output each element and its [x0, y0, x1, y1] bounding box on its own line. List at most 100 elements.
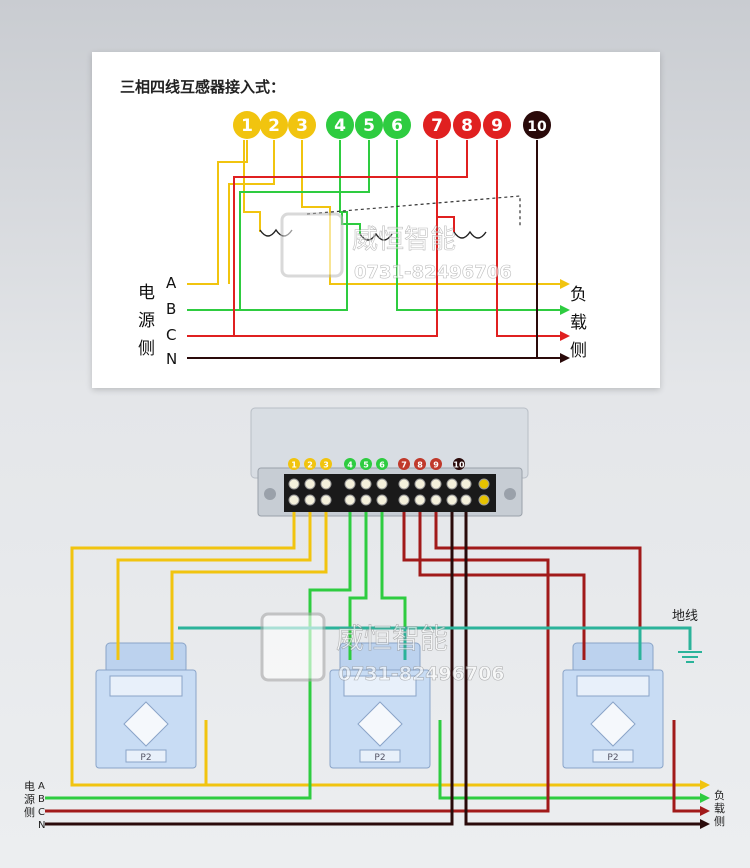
bwire-n-src	[45, 512, 454, 826]
ct-c-window	[590, 701, 636, 747]
terminal-screw-icon	[304, 494, 316, 506]
mount-screw-right-icon	[504, 488, 516, 500]
bottom-load-3: 侧	[714, 815, 725, 828]
top-watermark-phone: 0731-82496706	[354, 262, 512, 283]
ct-a-body	[95, 669, 197, 769]
bottom-source-3: 侧	[24, 806, 35, 819]
terminal-6-label: 6	[391, 116, 403, 136]
wire-c-4	[436, 140, 455, 232]
bterminal-7-badge	[398, 458, 410, 470]
terminal-screw-icon	[360, 494, 372, 506]
top-watermark: 威恒智能 0731-82496706	[280, 212, 512, 283]
ct-b-p2-label: P2	[374, 753, 385, 763]
terminal-screw-icon	[414, 478, 426, 490]
bterminal-1-label: 1	[291, 461, 297, 470]
bottom-source-2: 源	[24, 792, 35, 806]
ground-wire	[178, 626, 692, 650]
bwire-c-3	[434, 512, 642, 660]
ct-b-p2-plate	[359, 749, 401, 763]
terminal-screw-icon	[398, 478, 410, 490]
ct-a-p2-plate	[125, 749, 167, 763]
wire-a-2	[228, 140, 275, 284]
ct-dashed	[306, 195, 521, 228]
arrow-n	[560, 353, 570, 363]
top-diagram-svg: 三相四线互感器接入式：	[120, 78, 587, 368]
bterminal-2-badge	[304, 458, 316, 470]
terminal-10-label: 10	[527, 119, 547, 135]
top-source-2: 源	[138, 311, 155, 331]
terminal-screw-icon	[320, 494, 332, 506]
ct-b-body	[329, 669, 431, 769]
bottom-load-2: 载	[714, 802, 725, 815]
terminal-screw-icon	[304, 478, 316, 490]
ct-b: P2	[329, 642, 431, 769]
bwire-c-load	[672, 720, 700, 813]
top-watermark-brand: 威恒智能	[352, 225, 456, 255]
terminal-screw-icon	[414, 494, 426, 506]
bottom-phase-n: N	[38, 820, 45, 831]
bwire-a-3	[170, 512, 328, 660]
barrow-c	[700, 806, 710, 816]
arrow-a	[560, 279, 570, 289]
ct-a-plate	[109, 675, 183, 697]
bterminal-5-label: 5	[363, 461, 369, 470]
ct-c-p2-label: P2	[607, 753, 618, 763]
terminal-1-circle	[233, 111, 261, 139]
bottom-phase-c: C	[38, 807, 45, 818]
bterminal-4-label: 4	[347, 461, 353, 470]
terminal-8-circle	[453, 111, 481, 139]
terminal-screws	[288, 478, 490, 506]
wire-c-load	[496, 140, 560, 337]
diagram-title: 三相四线互感器接入式：	[120, 78, 285, 96]
bterminal-10-badge	[453, 458, 465, 470]
terminal-9-label: 9	[491, 116, 503, 136]
top-load-1: 负	[570, 285, 587, 305]
terminal-strip	[284, 474, 496, 512]
ct-a-p2-label: P2	[140, 753, 151, 763]
top-phase-n: N	[166, 350, 177, 368]
bwire-c-main	[45, 512, 550, 813]
terminal-screw-icon	[288, 494, 300, 506]
bottom-phase-b: B	[38, 794, 45, 805]
wire-b-2	[239, 140, 370, 310]
top-source-3: 侧	[138, 339, 155, 359]
terminal-9-circle	[483, 111, 511, 139]
terminal-screw-icon	[344, 494, 356, 506]
bwire-a-2	[116, 512, 312, 660]
bottom-wires	[45, 512, 700, 826]
wire-a-1	[187, 140, 248, 285]
terminal-screw-icon	[430, 494, 442, 506]
terminal-screw-icon	[460, 494, 472, 506]
ct-c-plate	[576, 675, 650, 697]
mount-screw-left-icon	[264, 488, 276, 500]
ct-c-body	[562, 669, 664, 769]
ct-coil-b	[359, 232, 393, 241]
bwire-b-3	[380, 512, 407, 660]
ct-coil-c	[453, 230, 487, 239]
ct-b-top	[339, 642, 421, 674]
terminal-2-circle	[260, 111, 288, 139]
bwire-n-load	[464, 512, 700, 826]
meter-base	[257, 467, 523, 517]
wire-b-1	[187, 140, 348, 311]
terminal-7-label: 7	[431, 116, 443, 136]
ct-b-window	[357, 701, 403, 747]
top-phase-b: B	[166, 300, 176, 318]
bterminal-9-label: 9	[433, 461, 439, 470]
bterminal-2-label: 2	[307, 461, 313, 470]
terminal-4-circle	[326, 111, 354, 139]
barrow-a	[700, 780, 710, 790]
terminal-6-circle	[383, 111, 411, 139]
ground-label: 地线	[672, 609, 698, 624]
ct-a-window	[123, 701, 169, 747]
terminal-screw-icon	[446, 478, 458, 490]
bterminal-6-badge	[376, 458, 388, 470]
terminal-screw-icon	[446, 494, 458, 506]
top-load-3: 侧	[570, 341, 587, 361]
current-transformers: P2 P2 P2	[95, 642, 664, 769]
bottom-load-1: 负	[714, 788, 725, 802]
bterminal-4-badge	[344, 458, 356, 470]
